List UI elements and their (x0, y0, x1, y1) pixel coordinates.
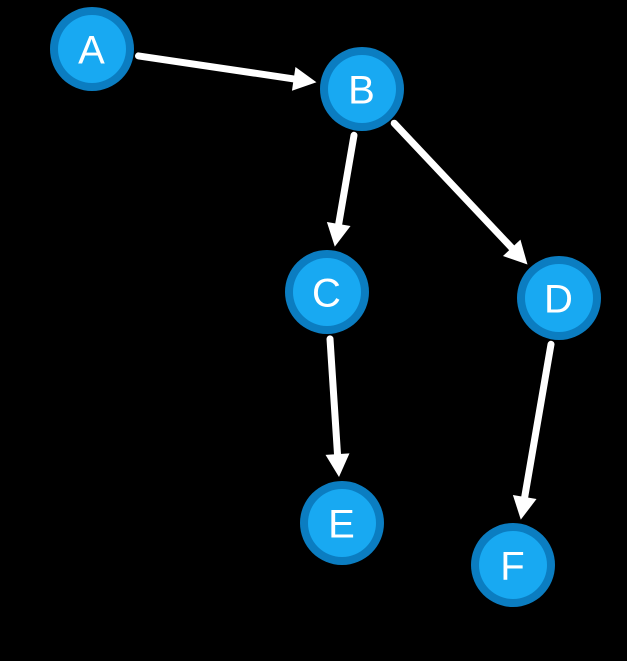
node-F-fill (479, 531, 547, 599)
node-A[interactable]: A (50, 7, 134, 91)
node-F[interactable]: F (471, 523, 555, 607)
node-B[interactable]: B (320, 47, 404, 131)
edge-B-C-arrow (326, 131, 358, 247)
node-D-fill (525, 264, 593, 332)
node-B-fill (328, 55, 396, 123)
edge-A-B-arrow (135, 52, 317, 91)
node-C-fill (293, 258, 361, 326)
node-A-fill (58, 15, 126, 83)
edges-layer (135, 52, 555, 520)
nodes-layer: A B C D E F (50, 7, 601, 607)
node-C[interactable]: C (285, 250, 369, 334)
edge-C-E-arrow (325, 335, 350, 478)
edge-B-D-arrow (390, 119, 528, 265)
node-D[interactable]: D (517, 256, 601, 340)
node-E[interactable]: E (300, 481, 384, 565)
node-E-fill (308, 489, 376, 557)
edge-D-F-arrow (512, 340, 555, 520)
